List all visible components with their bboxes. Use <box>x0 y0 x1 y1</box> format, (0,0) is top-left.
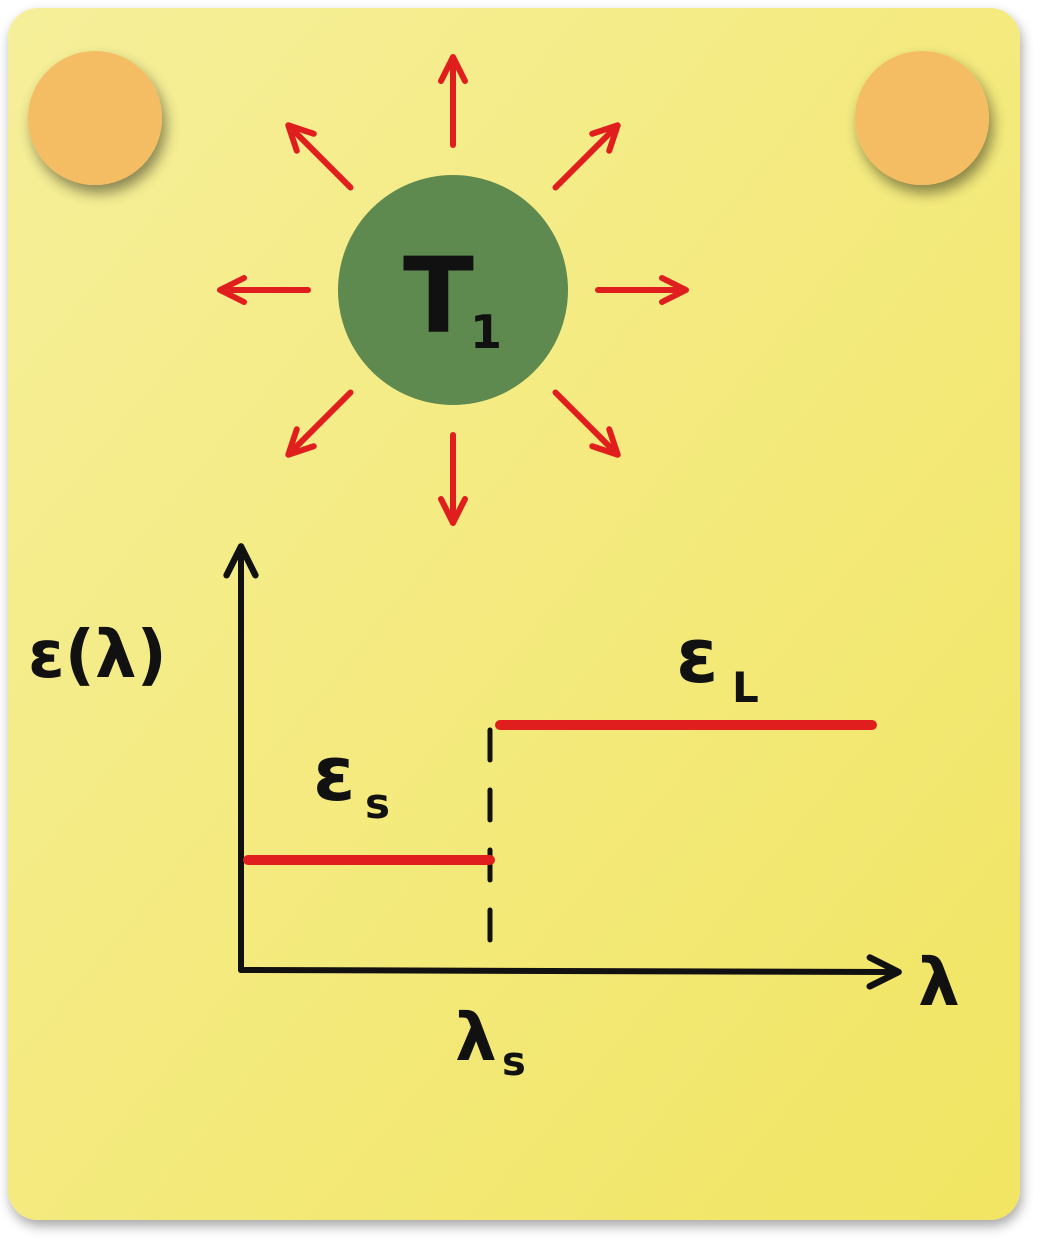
segment-short-label: ε <box>313 729 355 818</box>
radiation-rays <box>217 54 689 526</box>
radiation-ray-arrow <box>285 389 354 458</box>
threshold-label: λ <box>455 999 497 1076</box>
radiating-body <box>338 175 568 405</box>
x-axis <box>238 954 902 990</box>
segment-short-label-subscript: s <box>365 779 390 828</box>
radiation-ray-arrow <box>552 389 621 458</box>
threshold-label-subscript: s <box>502 1039 526 1085</box>
radiation-ray-arrow <box>285 122 354 191</box>
y-axis-label: ε(λ) <box>28 616 167 693</box>
body-label: T <box>403 235 474 357</box>
card-background <box>8 8 1020 1220</box>
radiation-ray-arrow <box>552 122 621 191</box>
segment-long-label: ε <box>676 611 718 700</box>
segment-long-label-subscript: L <box>732 663 759 712</box>
body-label-subscript: 1 <box>470 305 502 359</box>
pin-right-icon <box>855 51 989 185</box>
x-axis-label: λ <box>918 944 960 1021</box>
pin-left-icon <box>28 51 162 185</box>
